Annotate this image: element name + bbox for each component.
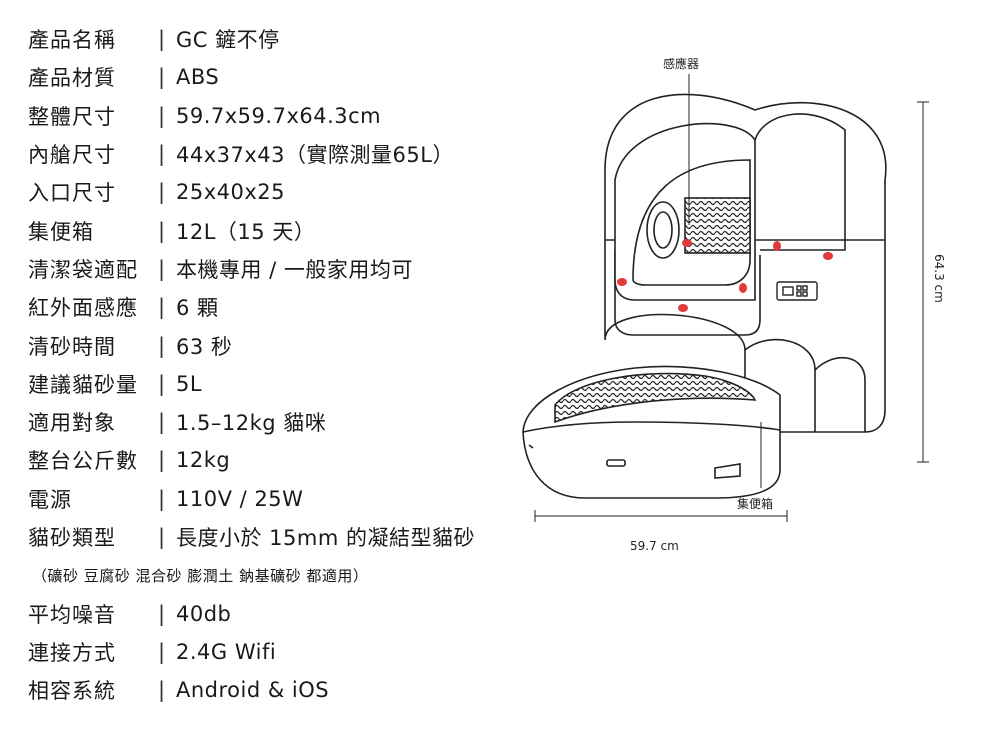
sensor-dot	[678, 304, 688, 312]
spec-label: 整台公斤數	[28, 449, 138, 474]
spec-separator: |	[158, 65, 166, 90]
spec-row-sensors: 紅外面感應 | 6 顆	[28, 288, 528, 326]
spec-row-weight: 整台公斤數 | 12kg	[28, 441, 528, 479]
drum	[614, 113, 846, 301]
spec-value: ABS	[176, 65, 220, 90]
spec-row-overall-size: 整體尺寸 | 59.7x59.7x64.3cm	[28, 97, 528, 135]
litter-note: （礦砂 豆腐砂 混合砂 膨潤土 鈉基礦砂 都適用）	[32, 566, 369, 585]
spec-label: 貓砂類型	[28, 526, 116, 550]
spec-label: 產品材質	[28, 66, 116, 91]
spec-row-power: 電源 | 110V / 25W	[28, 480, 528, 518]
spec-label: 清砂時間	[28, 334, 116, 359]
product-diagram: 感應器 集便箱 64.3 cm 59.7 cm	[515, 50, 975, 570]
spec-separator: |	[158, 333, 166, 358]
spec-value: 12kg	[176, 448, 231, 473]
sensor-dots	[617, 239, 833, 312]
spec-label: 相容系統	[28, 679, 116, 704]
spec-row-target: 適用對象 | 1.5–12kg 貓咪	[28, 403, 528, 441]
spec-label: 產品名稱	[28, 28, 116, 53]
spec-label: 集便箱	[28, 219, 94, 244]
width-dim-label: 59.7 cm	[630, 539, 679, 553]
height-dim-label: 64.3 cm	[932, 254, 946, 303]
spec-row-material: 產品材質 | ABS	[28, 58, 528, 96]
spec-label: 清潔袋適配	[28, 257, 138, 282]
spec-separator: |	[158, 486, 166, 511]
spec-list: 產品名稱 | GC 鏟不停 產品材質 | ABS 整體尺寸 | 59.7x59.7x64.3…	[28, 20, 528, 709]
spec-row-connection: 連接方式 | 2.4G Wifi	[28, 633, 528, 671]
spec-value: 63 秒	[176, 334, 233, 359]
bin-label: 集便箱	[737, 496, 773, 511]
spec-value: 5L	[176, 371, 203, 396]
spec-separator: |	[158, 371, 166, 396]
sensor-dot	[773, 241, 781, 251]
spec-separator: |	[158, 448, 166, 473]
spec-value: 1.5–12kg 貓咪	[176, 411, 327, 436]
spec-value: 長度小於 15mm 的凝結型貓砂	[176, 526, 475, 550]
bin-callout: 集便箱	[737, 422, 773, 511]
spec-value: 44x37x43（實際測量65L）	[176, 143, 454, 168]
spec-row-compat: 相容系統 | Android & iOS	[28, 671, 528, 709]
spec-row-waste-bin: 集便箱 | 12L（15 天）	[28, 211, 528, 249]
spec-label: 內艙尺寸	[28, 143, 116, 168]
litter-box-illustration: 感應器 集便箱 64.3 cm 59.7 cm	[522, 56, 946, 553]
spec-separator: |	[158, 525, 166, 549]
spec-label: 平均噪音	[28, 602, 116, 627]
spec-separator: |	[158, 142, 166, 167]
sensor-dot	[682, 239, 692, 247]
spec-label: 適用對象	[28, 411, 116, 436]
spec-value: 110V / 25W	[176, 486, 304, 511]
spec-row-litter-amount: 建議貓砂量 | 5L	[28, 365, 528, 403]
spec-label: 電源	[28, 487, 72, 512]
spec-value: 59.7x59.7x64.3cm	[176, 103, 382, 128]
spec-separator: |	[158, 103, 166, 128]
sensor-dot	[739, 283, 747, 293]
spec-label: 入口尺寸	[28, 181, 116, 206]
spec-separator: |	[158, 218, 166, 243]
spec-separator: |	[158, 678, 166, 703]
spec-value: 本機專用 / 一般家用均可	[176, 257, 413, 282]
spec-separator: |	[158, 601, 166, 626]
spec-value: 6 顆	[176, 296, 219, 321]
sensor-label: 感應器	[663, 56, 699, 71]
spec-value: 12L（15 天）	[176, 219, 316, 244]
spec-row-clean-time: 清砂時間 | 63 秒	[28, 326, 528, 364]
spec-label: 整體尺寸	[28, 104, 116, 129]
width-dimension: 59.7 cm	[534, 510, 788, 553]
spec-value: 40db	[176, 601, 232, 626]
spec-value: Android & iOS	[176, 678, 330, 703]
spec-separator: |	[158, 27, 166, 52]
control-panel	[776, 281, 818, 301]
sensor-dot	[617, 278, 627, 286]
spec-label: 紅外面感應	[28, 296, 138, 321]
spec-row-bag: 清潔袋適配 | 本機專用 / 一般家用均可	[28, 250, 528, 288]
waste-drawer	[522, 365, 781, 499]
spec-separator: |	[158, 256, 166, 281]
spec-value: 25x40x25	[176, 180, 286, 205]
spec-separator: |	[158, 410, 166, 435]
spec-row-product-name: 產品名稱 | GC 鏟不停	[28, 20, 528, 58]
spec-row-litter-type: 貓砂類型 | 長度小於 15mm 的凝結型貓砂	[28, 518, 528, 556]
sensor-dot	[823, 252, 833, 260]
spec-separator: |	[158, 295, 166, 320]
spec-value: 2.4G Wifi	[176, 639, 277, 664]
spec-row-entrance-size: 入口尺寸 | 25x40x25	[28, 173, 528, 211]
spec-separator: |	[158, 180, 166, 205]
height-dimension: 64.3 cm	[917, 101, 946, 463]
spec-value: GC 鏟不停	[176, 28, 280, 53]
spec-label: 建議貓砂量	[28, 372, 138, 397]
spec-separator: |	[158, 639, 166, 664]
spec-row-inner-size: 內艙尺寸 | 44x37x43（實際測量65L）	[28, 135, 528, 173]
sensor-callout: 感應器	[663, 56, 699, 225]
spec-label: 連接方式	[28, 640, 116, 665]
spec-row-noise: 平均噪音 | 40db	[28, 594, 528, 632]
